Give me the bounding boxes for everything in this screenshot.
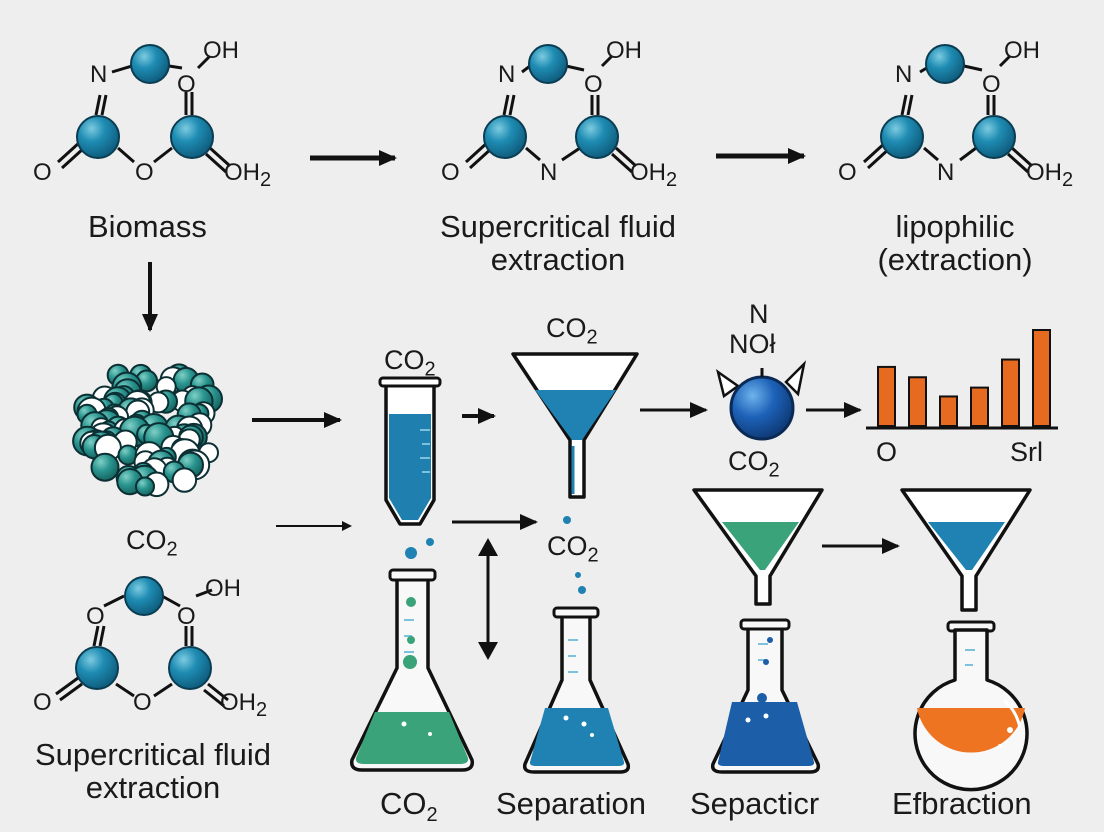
- atom-ball: [76, 115, 120, 159]
- bar: [877, 365, 896, 427]
- atom-label-o: O: [838, 159, 857, 186]
- atom-label-o: O: [86, 603, 105, 630]
- molecule-1: [56, 54, 232, 174]
- probe-molecule: [715, 360, 807, 441]
- co2-label: CO2: [384, 345, 436, 381]
- atom-ball: [483, 115, 527, 159]
- funnel-blue-right: [900, 488, 1032, 612]
- atom-label-o: O: [982, 71, 1001, 98]
- bar: [970, 386, 989, 428]
- molecule-4: [55, 588, 229, 708]
- co2-label: CO2: [380, 786, 438, 827]
- atom-label-o: O: [33, 689, 52, 716]
- atom-ball: [130, 44, 170, 84]
- atom-label-o: O: [177, 603, 196, 630]
- atom-ball: [925, 44, 965, 84]
- funnel-blue: [511, 352, 639, 499]
- chart-label-right: Srl: [1010, 437, 1043, 467]
- arrow-bidirectional: [478, 538, 498, 660]
- caption-separation: Separation: [496, 786, 646, 821]
- atom-label-n: N: [90, 61, 108, 88]
- co2-label: CO2: [546, 313, 598, 349]
- atom-label-o: O: [135, 159, 154, 186]
- atom-label-n: N: [540, 159, 558, 186]
- atom-label-o: O: [441, 159, 460, 186]
- caption-biomass: Biomass: [88, 209, 207, 244]
- bar: [1032, 329, 1051, 427]
- atom-label-o: O: [33, 159, 52, 186]
- caption-lipophilic: lipophilic (extraction): [877, 209, 1033, 277]
- atom-ball: [75, 646, 119, 690]
- atom-ball: [170, 115, 214, 159]
- caption-sepacticr: Sepacticr: [690, 786, 820, 821]
- molecule-3: [862, 54, 1034, 174]
- atom-ball: [124, 576, 164, 616]
- atom-label-o: O: [133, 689, 152, 716]
- atom-ball: [528, 44, 568, 84]
- co2-label: CO2: [547, 531, 599, 567]
- flask-green: [349, 568, 475, 772]
- atom-label-n: N: [937, 159, 955, 186]
- flask-blue: [522, 606, 631, 774]
- bar: [908, 376, 927, 427]
- bubble: [563, 516, 571, 524]
- round-bottom-flask: [913, 620, 1029, 792]
- atom-label-oh2: OH2: [1026, 159, 1074, 191]
- probe-label-mid: NOł: [729, 329, 776, 359]
- biomass-particle-cluster: [72, 363, 223, 498]
- caption-sfe-bottom: Supercritical fluid extraction: [34, 737, 272, 805]
- particle: [171, 467, 198, 493]
- atom-ball: [575, 115, 619, 159]
- atom-label-oh: OH: [1004, 37, 1040, 64]
- co2-label: CO2: [728, 446, 780, 482]
- atom-label-n: N: [895, 61, 913, 88]
- chart-label-left: O: [876, 437, 898, 467]
- atom-ball: [168, 646, 212, 690]
- probe-label-top: N: [749, 299, 769, 329]
- bar: [939, 395, 958, 428]
- atom-label-n: N: [498, 61, 516, 88]
- atom-label-o: O: [584, 71, 603, 98]
- caption-sfe-top: Supercritical fluid extraction: [439, 209, 677, 277]
- atom-label-oh2: OH2: [224, 159, 272, 191]
- atom-label-oh: OH: [203, 37, 239, 64]
- atom-label-oh: OH: [606, 37, 642, 64]
- atom-label-o: O: [177, 71, 196, 98]
- bubble: [426, 538, 434, 546]
- atom-label-oh2: OH2: [220, 689, 268, 721]
- caption-efbraction: Efbraction: [892, 786, 1032, 821]
- atom-label-oh: OH: [205, 575, 241, 602]
- flask-dark-blue: [710, 618, 821, 774]
- co2-label: CO2: [126, 525, 178, 561]
- test-tube: [378, 376, 442, 526]
- bar-group: [877, 329, 1051, 428]
- particle: [90, 452, 120, 482]
- atom-ball: [880, 115, 924, 159]
- atom-ball: [972, 115, 1016, 159]
- bubble: [405, 547, 417, 559]
- particle: [135, 476, 155, 497]
- bubble: [578, 586, 586, 594]
- atom-label-oh2: OH2: [630, 159, 678, 191]
- funnel-green: [692, 488, 824, 606]
- bar-chart: [866, 329, 1058, 430]
- bar: [1001, 358, 1020, 427]
- bubble: [575, 572, 581, 578]
